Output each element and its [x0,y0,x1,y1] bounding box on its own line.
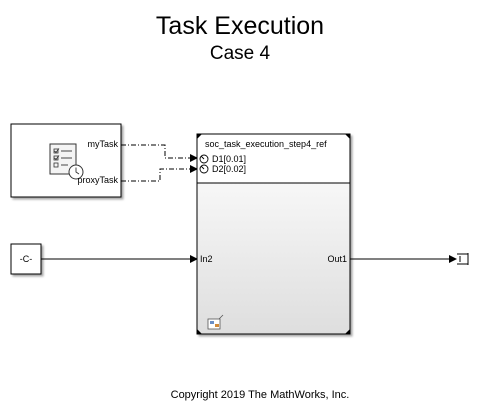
event-port-d1-icon [199,154,209,164]
event-connection-d2[interactable] [121,165,198,182]
event-port-d2-icon [199,164,209,174]
constant-block[interactable]: -C- [10,243,42,275]
output-port-out1-label: Out1 [327,254,347,264]
event-port-d2-label: D2[0.02] [212,164,246,174]
model-reference-name: soc_task_execution_step4_ref [205,139,327,149]
diagram-subtitle: Case 4 [209,43,271,64]
signal-line-out1-to-terminator[interactable] [350,255,457,263]
signal-line-constant-to-in2[interactable] [41,255,198,263]
diagram-title: Task Execution [155,12,325,40]
copyright-text: Copyright 2019 The MathWorks, Inc. [170,389,350,401]
event-port-d1-label: D1[0.01] [212,154,246,164]
terminator-icon [457,253,469,265]
task-port-proxytask-label: proxyTask [77,175,118,185]
model-reference-block[interactable]: soc_task_execution_step4_ref D1[0.01] D2… [196,133,351,335]
task-checklist-clock-icon [49,143,84,180]
terminator-block[interactable] [457,253,469,265]
input-port-in2-label: In2 [200,254,213,264]
task-port-mytask-label: myTask [87,139,118,149]
event-connection-d1[interactable] [121,144,198,162]
constant-block-label: -C- [20,254,33,264]
model-reference-icon [207,314,224,330]
task-manager-block[interactable]: myTask proxyTask [10,123,122,198]
